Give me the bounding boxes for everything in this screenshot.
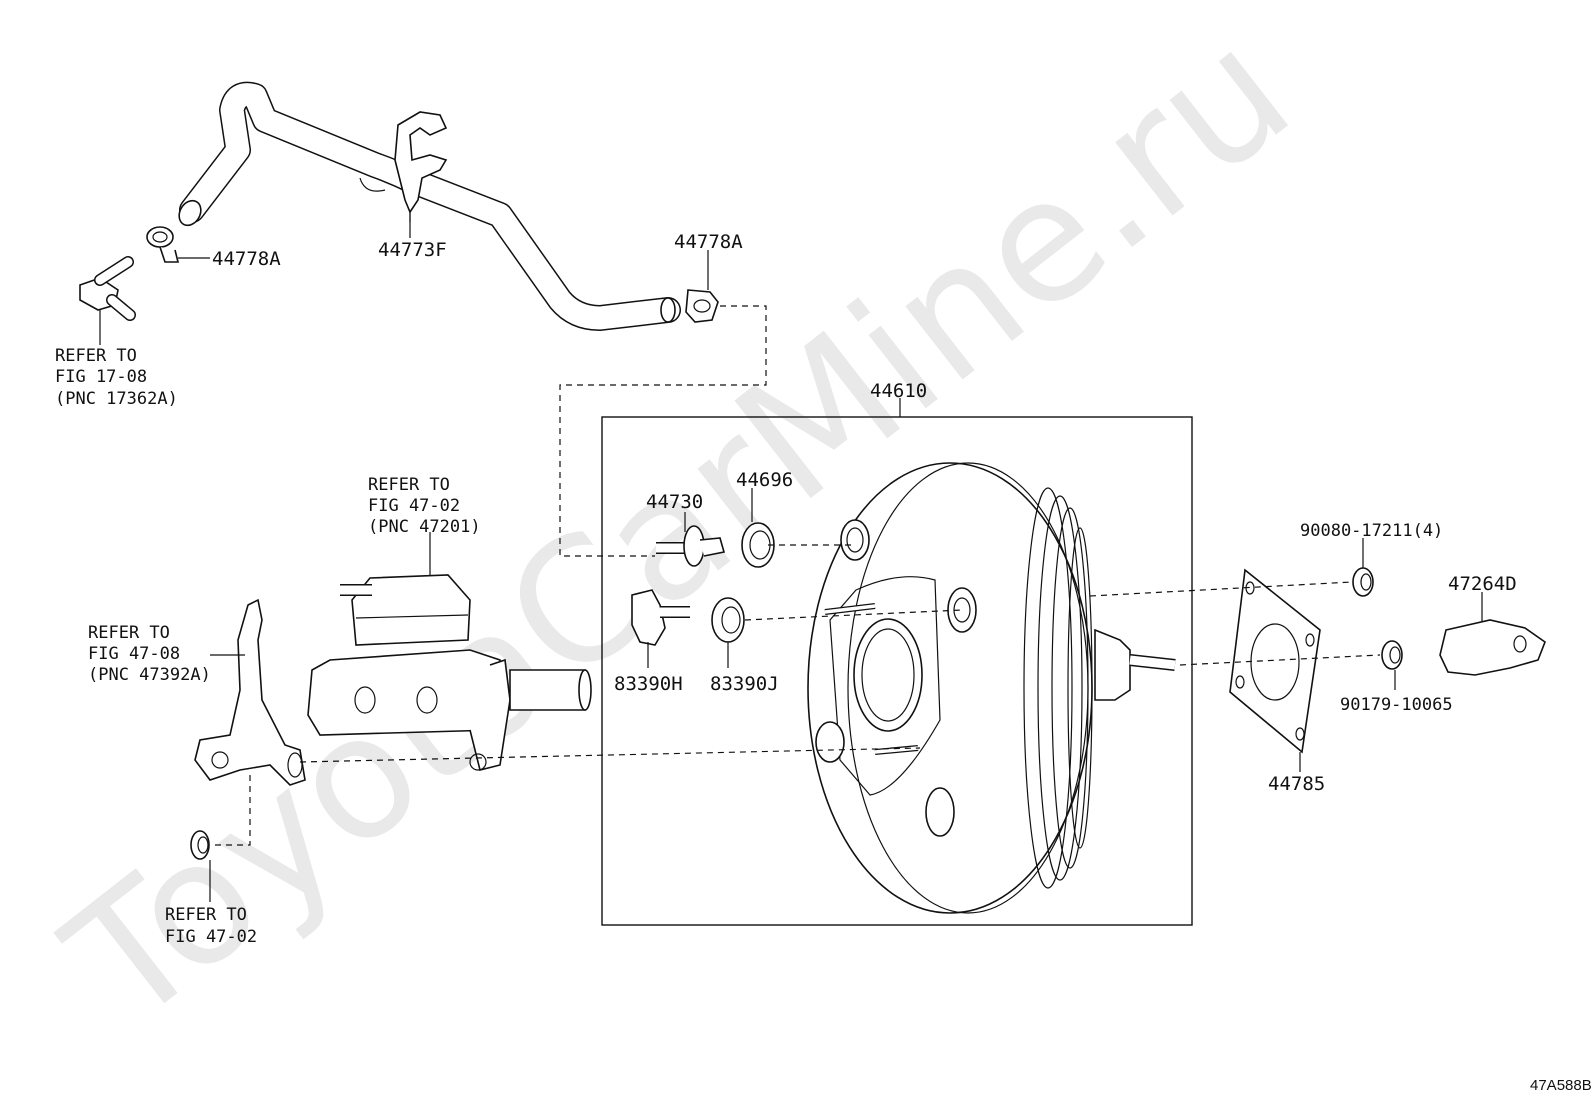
master-cylinder[interactable] [307, 574, 592, 771]
svg-text:FIG 47-08: FIG 47-08 [88, 644, 180, 664]
svg-text:REFER TO: REFER TO [55, 346, 137, 366]
svg-text:REFER TO: REFER TO [165, 905, 247, 925]
hose-bracket[interactable] [394, 111, 448, 222]
nut-upper[interactable] [1352, 567, 1374, 597]
label-44730[interactable]: 44730 [646, 491, 703, 513]
svg-text:(PNC 47201): (PNC 47201) [368, 517, 481, 537]
sensor-seal[interactable] [711, 597, 745, 643]
diagram-code: 47A588B [1530, 1077, 1592, 1094]
push-rod-clevis[interactable] [1439, 619, 1546, 676]
hose-clip-left[interactable] [146, 226, 180, 263]
label-44773f[interactable]: 44773F [378, 239, 447, 261]
grommet[interactable] [741, 522, 775, 568]
reference-fig-47-08[interactable]: REFER TO FIG 47-08 (PNC 47392A) [88, 623, 211, 685]
svg-text:FIG 47-02: FIG 47-02 [165, 927, 257, 947]
pressure-sensor[interactable] [631, 589, 690, 646]
reference-fig-17-08[interactable]: REFER TO FIG 17-08 (PNC 17362A) [55, 346, 178, 409]
vacuum-fitting[interactable] [79, 256, 136, 321]
reference-fig-47-02-pnc[interactable]: REFER TO FIG 47-02 (PNC 47201) [368, 475, 481, 537]
label-90179-10065[interactable]: 90179-10065 [1340, 695, 1453, 715]
label-83390h[interactable]: 83390H [614, 673, 683, 695]
hose-clip-right[interactable] [685, 289, 719, 323]
svg-text:FIG 47-02: FIG 47-02 [368, 496, 460, 516]
label-44785[interactable]: 44785 [1268, 773, 1325, 795]
bracket-nut[interactable] [190, 830, 210, 860]
leader-lines [99, 212, 1483, 902]
mounting-bracket[interactable] [194, 598, 306, 786]
label-90080-17211[interactable]: 90080-17211(4) [1300, 521, 1443, 541]
booster-assy-frame [601, 416, 1193, 926]
label-47264d[interactable]: 47264D [1448, 573, 1517, 595]
label-44610[interactable]: 44610 [870, 380, 927, 402]
dashed-assembly-lines [210, 305, 1381, 846]
label-83390j[interactable]: 83390J [710, 673, 779, 695]
booster-gasket[interactable] [1229, 568, 1321, 754]
label-44778a-left[interactable]: 44778A [212, 248, 281, 270]
nut-lower[interactable] [1381, 640, 1403, 670]
svg-text:FIG 17-08: FIG 17-08 [55, 367, 147, 387]
svg-text:(PNC 47392A): (PNC 47392A) [88, 665, 211, 685]
svg-text:REFER TO: REFER TO [368, 475, 450, 495]
brake-booster[interactable] [807, 462, 1176, 914]
reference-fig-47-02-nut[interactable]: REFER TO FIG 47-02 [165, 905, 257, 947]
vacuum-hose[interactable] [175, 81, 681, 331]
svg-text:(PNC 17362A): (PNC 17362A) [55, 389, 178, 409]
check-valve[interactable] [656, 525, 726, 567]
svg-text:REFER TO: REFER TO [88, 623, 170, 643]
label-44778a-right[interactable]: 44778A [674, 231, 743, 253]
label-44696[interactable]: 44696 [736, 469, 793, 491]
